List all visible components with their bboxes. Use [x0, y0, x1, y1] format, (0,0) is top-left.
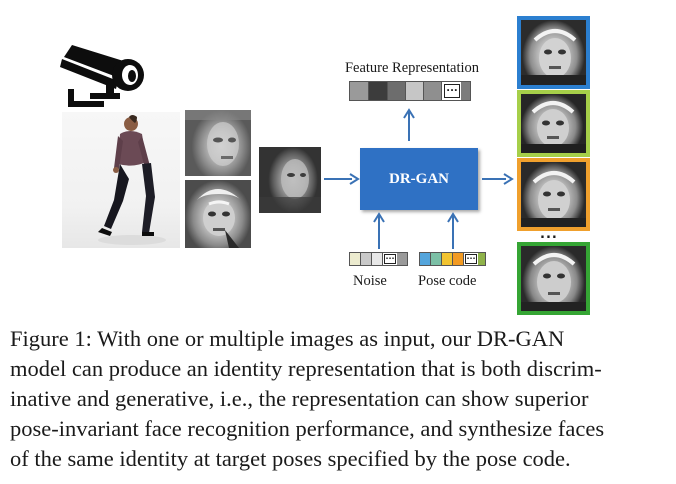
noise-cell — [350, 253, 361, 265]
input-face-photo-3 — [259, 147, 321, 213]
pose-cell — [442, 253, 453, 265]
output-face-2 — [517, 90, 590, 157]
noise-cell — [397, 253, 407, 265]
feature-cell — [424, 82, 442, 100]
dr-gan-model-box: DR-GAN — [360, 148, 478, 210]
feature-cell — [369, 82, 388, 100]
output-face-4 — [517, 242, 590, 315]
pose-cell — [431, 253, 442, 265]
noise-label: Noise — [353, 273, 387, 289]
noise-ellipsis: ... — [384, 253, 396, 264]
caption-line: model can produce an identity representa… — [10, 356, 602, 381]
feature-cell — [461, 82, 470, 100]
output-face-3 — [517, 158, 590, 231]
pose-cell — [478, 253, 485, 265]
feature-cell — [350, 82, 369, 100]
pose-code-label: Pose code — [418, 273, 477, 289]
input-face-photo-2 — [185, 180, 251, 248]
output-ellipsis: ... — [540, 227, 558, 242]
pose-code-vector: ... — [419, 252, 486, 266]
arrow-noise-to-model — [373, 212, 385, 249]
output-face-1 — [517, 16, 590, 89]
caption-line: inative and generative, i.e., the repres… — [10, 386, 589, 411]
feature-vector: ... — [349, 81, 471, 101]
walking-person-image — [62, 112, 180, 248]
feature-ellipsis: ... — [444, 84, 460, 98]
noise-cell — [361, 253, 372, 265]
caption-line: Figure 1: With one or multiple images as… — [10, 326, 565, 351]
arrow-input-to-model — [324, 173, 360, 185]
input-face-photo-1 — [185, 110, 251, 176]
pose-cell — [420, 253, 431, 265]
arrow-model-to-features — [403, 108, 415, 141]
arrow-pose-to-model — [447, 212, 459, 249]
walking-person-figure — [98, 115, 166, 245]
caption-line: of the same identity at target poses spe… — [10, 446, 571, 471]
feature-cell — [406, 82, 424, 100]
feature-representation-label: Feature Representation — [344, 60, 480, 76]
noise-cell — [372, 253, 383, 265]
pose-ellipsis: ... — [465, 253, 477, 264]
feature-cell — [388, 82, 406, 100]
figure: Feature Representation ... DR-GAN ... — [60, 16, 590, 315]
security-camera-icon — [60, 45, 144, 107]
pose-cell — [453, 253, 464, 265]
caption-line: pose-invariant face recognition performa… — [10, 416, 605, 441]
dr-gan-label: DR-GAN — [389, 170, 449, 187]
arrow-model-to-outputs — [482, 173, 514, 185]
figure-caption: Figure 1: With one or multiple images as… — [10, 324, 664, 474]
noise-vector: ... — [349, 252, 408, 266]
